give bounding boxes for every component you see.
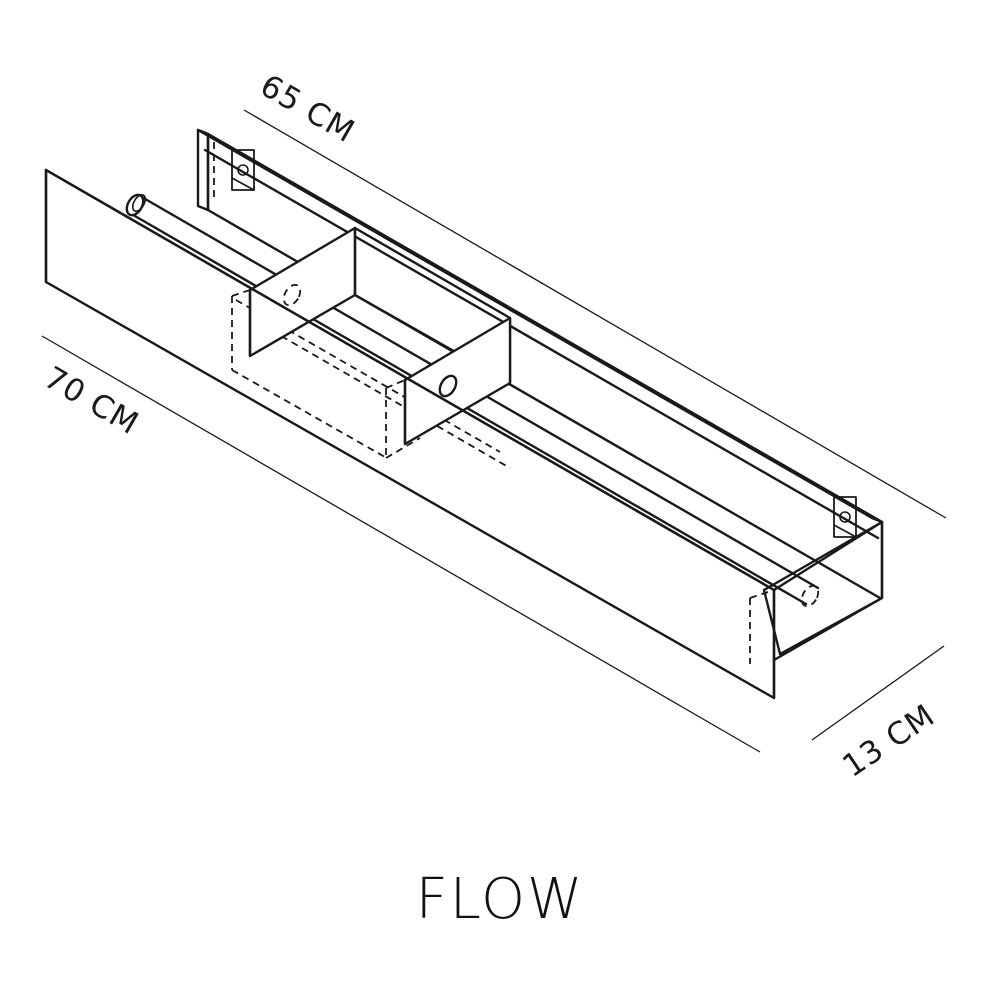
dimension-label-depth: 13 CM xyxy=(836,697,941,784)
divider-box-right xyxy=(385,316,512,459)
back-wall-panel xyxy=(196,128,884,538)
right-end-panel xyxy=(749,520,884,664)
shelf-bottom-plate xyxy=(203,132,884,600)
dimension-label-front-length: 70 CM xyxy=(38,360,145,443)
dimension-line-front-length xyxy=(41,335,761,753)
dimension-line-depth xyxy=(811,645,945,741)
dimension-label-back-length: 65 CM xyxy=(254,68,361,151)
dimension-line-back-length xyxy=(243,109,947,519)
wall-bracket-right xyxy=(833,496,857,538)
front-panel xyxy=(44,168,776,700)
product-name: FLOW xyxy=(415,867,585,932)
